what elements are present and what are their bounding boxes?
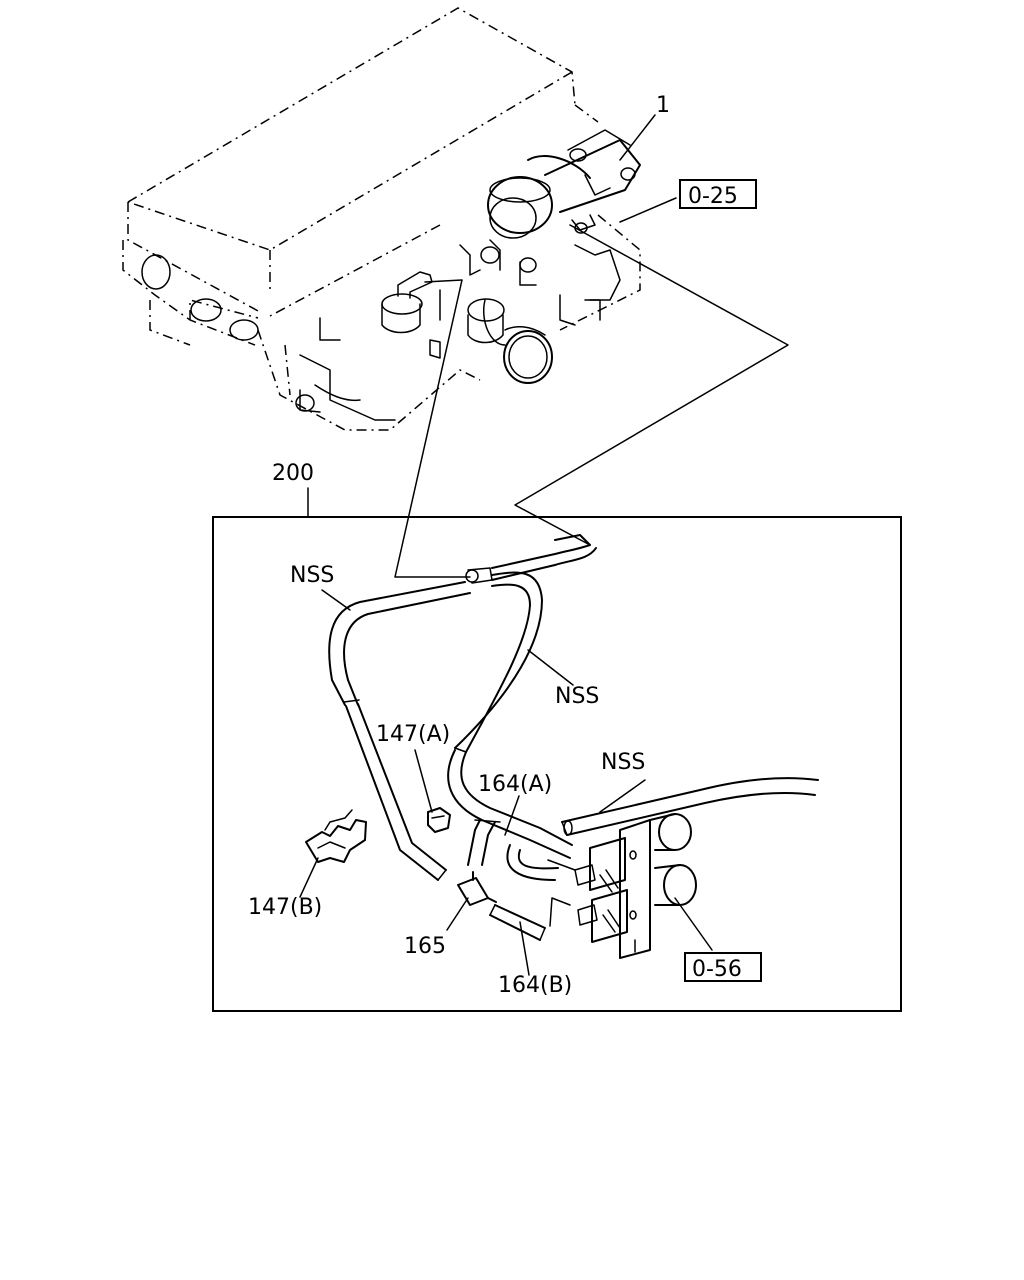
engine-assembly — [122, 7, 641, 431]
hose-assembly — [305, 534, 819, 959]
label-ref-0-25: 0-25 — [688, 184, 738, 209]
label-nss-3: NSS — [601, 750, 645, 775]
label-part-165: 165 — [404, 934, 446, 959]
ref-box-0-25 — [679, 179, 757, 209]
label-part-1: 1 — [656, 93, 670, 118]
label-nss-1: NSS — [290, 563, 334, 588]
upper-leaders — [307, 114, 789, 578]
label-part-164a: 164(A) — [478, 772, 552, 797]
box-leaders — [299, 589, 713, 976]
label-nss-2: NSS — [555, 684, 599, 709]
label-part-164b: 164(B) — [498, 973, 572, 998]
label-part-147a: 147(A) — [376, 722, 450, 747]
ref-box-0-56 — [684, 952, 762, 982]
label-part-147b: 147(B) — [248, 895, 322, 920]
label-ref-0-56: 0-56 — [692, 957, 742, 982]
label-part-200: 200 — [272, 461, 314, 486]
kit-box-200 — [212, 516, 902, 1012]
labels: 1 0-25 200 NSS NSS NSS 147(A) 164(A) 147… — [248, 93, 762, 998]
